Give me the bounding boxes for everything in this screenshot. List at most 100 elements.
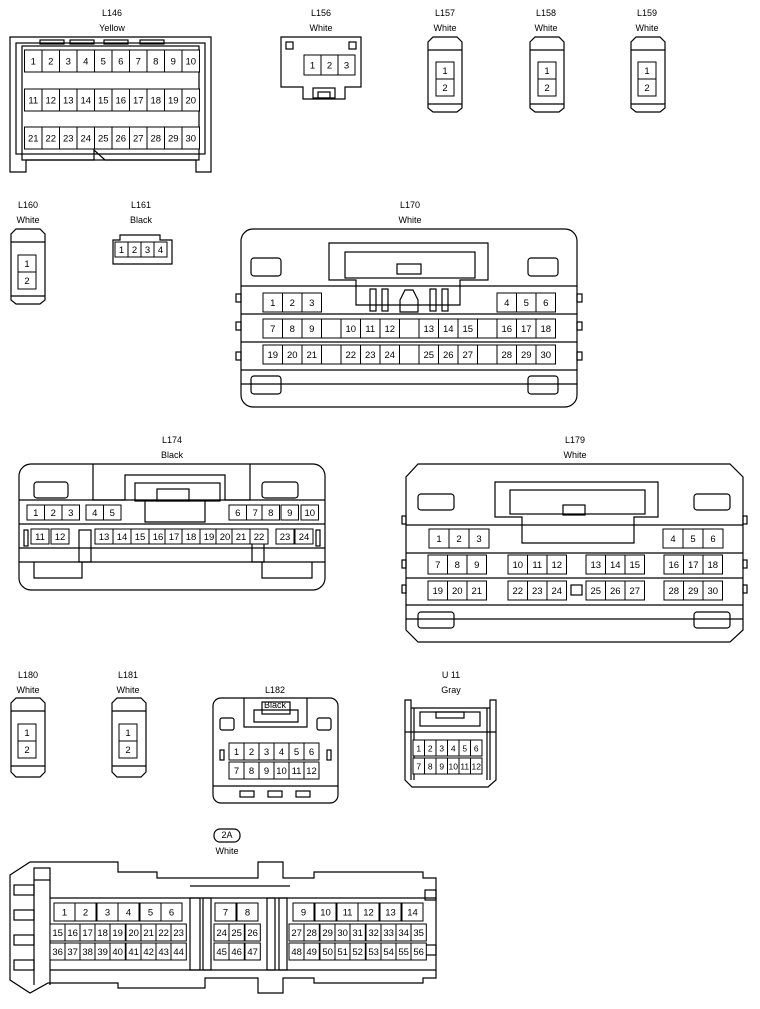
pin-cell bbox=[535, 344, 556, 365]
pin-number: 14 bbox=[407, 907, 418, 918]
pin-number: 11 bbox=[292, 766, 302, 777]
connector-color-label: White bbox=[433, 23, 457, 33]
pin-number: 18 bbox=[540, 324, 551, 335]
connector-color-label: White bbox=[398, 215, 422, 225]
pin-cell bbox=[321, 344, 342, 365]
pin-number: 1 bbox=[310, 60, 315, 71]
pin-number: 6 bbox=[309, 747, 314, 758]
pin-number: 1 bbox=[442, 66, 447, 77]
pin-number: 15 bbox=[98, 95, 109, 106]
pin-cell bbox=[300, 504, 319, 521]
connector-id-label: L157 bbox=[434, 8, 456, 18]
pin-number: 25 bbox=[590, 586, 601, 597]
pin-number: 21 bbox=[143, 928, 154, 939]
pin-number: 10 bbox=[320, 907, 331, 918]
pin-number: 9 bbox=[309, 324, 314, 335]
pin-cell bbox=[537, 78, 557, 97]
connector-id-label: 2A bbox=[221, 830, 233, 840]
pin-cell bbox=[535, 318, 556, 339]
pin-number: 30 bbox=[540, 350, 551, 361]
pin-cell bbox=[624, 580, 645, 601]
pin-number: 2 bbox=[132, 245, 137, 256]
pin-number: 13 bbox=[423, 324, 434, 335]
pin-cell bbox=[349, 942, 366, 961]
pin-number: 23 bbox=[173, 928, 184, 939]
connector-id-label: L159 bbox=[636, 8, 658, 18]
pin-number: 53 bbox=[368, 947, 379, 958]
pin-number: 31 bbox=[352, 928, 363, 939]
pin-cell bbox=[399, 318, 420, 339]
connector-L182 bbox=[212, 697, 339, 804]
connector-L174 bbox=[18, 463, 326, 591]
pin-number: 1 bbox=[33, 508, 38, 519]
pin-number: 5 bbox=[524, 298, 529, 309]
pin-number: 23 bbox=[63, 133, 74, 144]
pin-number: 9 bbox=[287, 508, 292, 519]
pin-number: 2 bbox=[83, 907, 88, 918]
connector-L146 bbox=[9, 36, 212, 173]
pin-number: 56 bbox=[413, 947, 424, 958]
connector-color-label: White bbox=[16, 685, 40, 695]
pin-number: 21 bbox=[306, 350, 317, 361]
connector-id-label: L170 bbox=[399, 200, 421, 210]
pin-number: 1 bbox=[644, 66, 649, 77]
pin-cell bbox=[294, 528, 314, 545]
pin-number: 12 bbox=[472, 761, 482, 771]
pin-cell bbox=[170, 942, 187, 961]
pin-number: 28 bbox=[150, 133, 161, 144]
pin-number: 22 bbox=[512, 586, 523, 597]
pin-number: 52 bbox=[352, 947, 363, 958]
connector-id-label: L161 bbox=[130, 200, 152, 210]
pin-number: 15 bbox=[629, 560, 640, 571]
pin-cell bbox=[181, 126, 200, 150]
pin-number: 6 bbox=[474, 743, 479, 753]
pin-number: 1 bbox=[62, 907, 67, 918]
pin-cell bbox=[546, 554, 567, 575]
pin-number: 26 bbox=[443, 350, 454, 361]
pin-number: 10 bbox=[512, 560, 523, 571]
pin-number: 27 bbox=[291, 928, 302, 939]
pin-number: 2 bbox=[51, 508, 56, 519]
pin-number: 19 bbox=[168, 95, 179, 106]
pin-number: 5 bbox=[690, 534, 695, 545]
pin-number: 15 bbox=[462, 324, 473, 335]
pin-number: 9 bbox=[301, 907, 306, 918]
pin-cell bbox=[50, 528, 70, 545]
connector-color-label: White bbox=[563, 450, 587, 460]
pin-number: 22 bbox=[45, 133, 56, 144]
pin-number: 30 bbox=[337, 928, 348, 939]
connector-color-label: White bbox=[116, 685, 140, 695]
pin-number: 45 bbox=[216, 947, 227, 958]
pin-number: 10 bbox=[345, 324, 356, 335]
pin-number: 1 bbox=[31, 56, 36, 67]
pin-number: 1 bbox=[436, 534, 441, 545]
pin-number: 26 bbox=[115, 133, 126, 144]
pin-number: 27 bbox=[462, 350, 473, 361]
pin-number: 10 bbox=[276, 766, 287, 777]
pin-number: 6 bbox=[543, 298, 548, 309]
pin-cell bbox=[275, 528, 295, 545]
pin-number: 28 bbox=[306, 928, 317, 939]
pin-number: 9 bbox=[171, 56, 176, 67]
pin-cell bbox=[410, 923, 427, 942]
pin-number: 36 bbox=[52, 947, 63, 958]
pin-number: 20 bbox=[287, 350, 298, 361]
pin-cell bbox=[170, 923, 187, 942]
connector-L179 bbox=[401, 463, 748, 643]
pin-number: 17 bbox=[521, 324, 532, 335]
pin-number: 22 bbox=[158, 928, 169, 939]
pin-cell bbox=[244, 942, 261, 961]
pin-number: 8 bbox=[428, 761, 433, 771]
pin-cell bbox=[17, 271, 37, 290]
connector-id-label: L158 bbox=[535, 8, 557, 18]
pin-number: 3 bbox=[439, 743, 444, 753]
pin-number: 1 bbox=[270, 298, 275, 309]
pin-number: 19 bbox=[204, 532, 215, 543]
pin-number: 3 bbox=[68, 508, 73, 519]
pin-number: 41 bbox=[128, 947, 139, 958]
pin-number: 24 bbox=[80, 133, 91, 144]
connector-L181 bbox=[111, 697, 147, 778]
pin-cell bbox=[117, 902, 140, 922]
pin-number: 23 bbox=[365, 350, 376, 361]
